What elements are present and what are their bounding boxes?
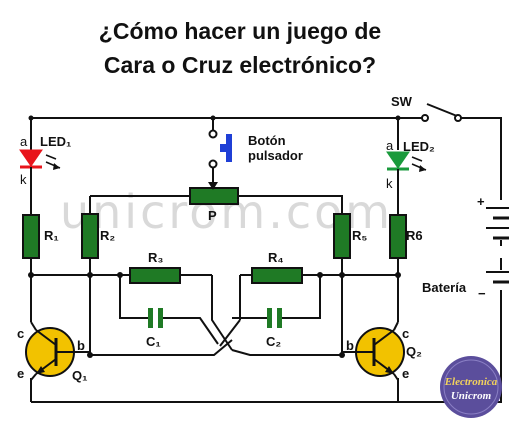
potentiometer-p: P — [189, 182, 239, 223]
r6-label: R6 — [406, 228, 423, 243]
q2-b: b — [346, 338, 354, 353]
r5-label: R₅ — [352, 228, 367, 243]
button-label-1: Botón — [248, 133, 286, 148]
switch-sw: SW — [391, 94, 462, 122]
led2-cathode: k — [386, 176, 393, 191]
q1-label: Q₁ — [72, 368, 88, 383]
r1-body — [22, 214, 40, 259]
led1-label: LED₁ — [40, 134, 71, 149]
resistors — [22, 213, 407, 284]
unicrom-logo: Electronica Unicrom — [440, 356, 502, 418]
logo-text-2: Unicrom — [451, 390, 492, 402]
led1-cathode: k — [20, 172, 27, 187]
c2-label: C₂ — [266, 334, 281, 349]
led2-label: LED₂ — [403, 139, 435, 154]
led2-anode: a — [386, 138, 394, 153]
transistor-q2: c e b Q₂ — [342, 321, 422, 381]
title-line-1: ¿Cómo hacer un juego de — [98, 18, 382, 44]
sw-label: SW — [391, 94, 413, 109]
q1-b: b — [77, 338, 85, 353]
q2-c: c — [402, 326, 409, 341]
r3-body — [129, 267, 181, 284]
r1-label: R₁ — [44, 228, 59, 243]
q1-e: e — [17, 366, 24, 381]
battery-label: Batería — [422, 280, 467, 295]
q2-label: Q₂ — [406, 344, 422, 359]
battery: + − Batería — [422, 194, 509, 301]
wires — [30, 117, 502, 403]
pot-label: P — [208, 208, 217, 223]
junctions — [28, 115, 401, 358]
led1-anode: a — [20, 134, 28, 149]
r6-body — [389, 214, 407, 259]
q1-c: c — [17, 326, 24, 341]
r5-body — [333, 213, 351, 259]
title-line-2: Cara o Cruz electrónico? — [103, 52, 377, 78]
q2-e: e — [402, 366, 409, 381]
r4-label: R₄ — [268, 250, 284, 265]
r4-body — [251, 267, 303, 284]
battery-plus: + — [477, 194, 485, 209]
transistor-q1: c e b Q₁ — [17, 321, 90, 383]
c1-label: C₁ — [146, 334, 161, 349]
battery-minus: − — [478, 286, 486, 301]
r2-label: R₂ — [100, 228, 115, 243]
capacitor-c2: C₂ — [266, 308, 282, 349]
capacitor-c1: C₁ — [146, 308, 163, 349]
push-button: Botón pulsador — [208, 129, 303, 169]
r3-label: R₃ — [148, 250, 163, 265]
logo-text-1: Electronica — [444, 376, 498, 388]
led2: LED₂ a k — [386, 138, 435, 191]
led1: LED₁ a k — [19, 134, 71, 187]
button-label-2: pulsador — [248, 148, 303, 163]
r2-body — [81, 213, 99, 259]
